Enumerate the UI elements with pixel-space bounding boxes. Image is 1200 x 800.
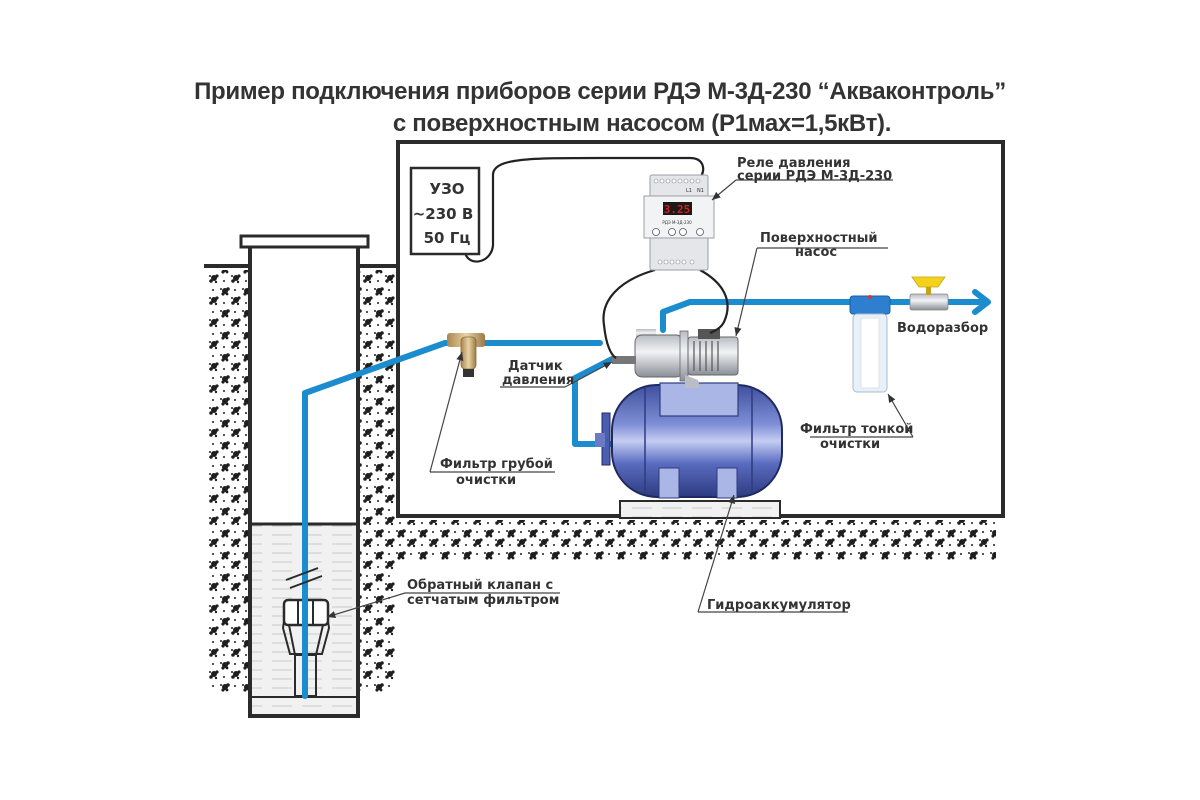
label-relay-1: Реле давления	[737, 156, 850, 171]
label-check-valve-1: Обратный клапан с	[407, 578, 553, 593]
label-coarse-filter-1: Фильтр грубой	[440, 457, 553, 472]
relay-model: РДЭ М-3Д-230	[662, 220, 692, 225]
pump-room	[396, 140, 1005, 518]
surface-pump	[612, 329, 739, 388]
rcd-label-1: УЗО	[430, 180, 465, 198]
coarse-filter	[447, 333, 485, 377]
pressure-sensor	[612, 356, 636, 364]
power-wire	[463, 156, 705, 263]
flow-arrow-icon	[972, 289, 991, 315]
label-sensor-2: давления	[502, 373, 574, 388]
soil-ground	[208, 270, 996, 692]
label-relay-2: серии РДЭ М-3Д-230	[737, 169, 892, 184]
label-accumulator: Гидроаккумулятор	[707, 598, 851, 613]
tank-base-slab	[619, 500, 781, 519]
label-check-valve-2: сетчатым фильтром	[407, 593, 559, 608]
diagram-title: Пример подключения приборов серии РДЭ М-…	[0, 78, 1200, 138]
label-fine-filter-2: очистки	[820, 437, 880, 452]
label-water-outlet: Водоразбор	[897, 321, 988, 336]
rcd-box: УЗО ~230 В 50 Гц	[409, 166, 481, 256]
suction-pipe	[302, 340, 603, 697]
pressure-relay: 3.25 РДЭ М-3Д-230 L1 N1	[643, 174, 715, 271]
rcd-label-2: ~230 В	[413, 205, 474, 223]
ball-valve	[909, 276, 949, 311]
pipe-break-mark	[285, 567, 319, 581]
label-pump-1: Поверхностный	[760, 231, 878, 246]
pump-wire	[699, 269, 729, 335]
relay-terminal-n1: N1	[697, 188, 704, 194]
sensor-wire	[602, 268, 656, 359]
label-coarse-filter-2: очистки	[456, 473, 516, 488]
title-line-1: Пример подключения приборов серии РДЭ М-…	[194, 78, 1006, 105]
title-line-2: с поверхностным насосом (Р1мах=1,5кВт).	[392, 110, 892, 137]
rcd-label-3: 50 Гц	[424, 229, 471, 247]
label-fine-filter-1: Фильтр тонкой	[800, 422, 913, 437]
check-valve	[281, 597, 331, 699]
well-cap	[239, 234, 370, 249]
relay-display: 3.25	[664, 203, 691, 216]
valve-handle-icon	[911, 276, 946, 288]
accumulator-pipe	[572, 356, 615, 447]
discharge-pipe	[660, 299, 988, 333]
label-sensor-1: Датчик	[508, 359, 563, 374]
fine-filter	[849, 295, 891, 393]
label-pump-2: насос	[795, 245, 837, 260]
leader-lines	[326, 179, 914, 618]
hydro-accumulator-tank	[595, 382, 783, 499]
relay-terminal-l1: L1	[686, 188, 692, 194]
